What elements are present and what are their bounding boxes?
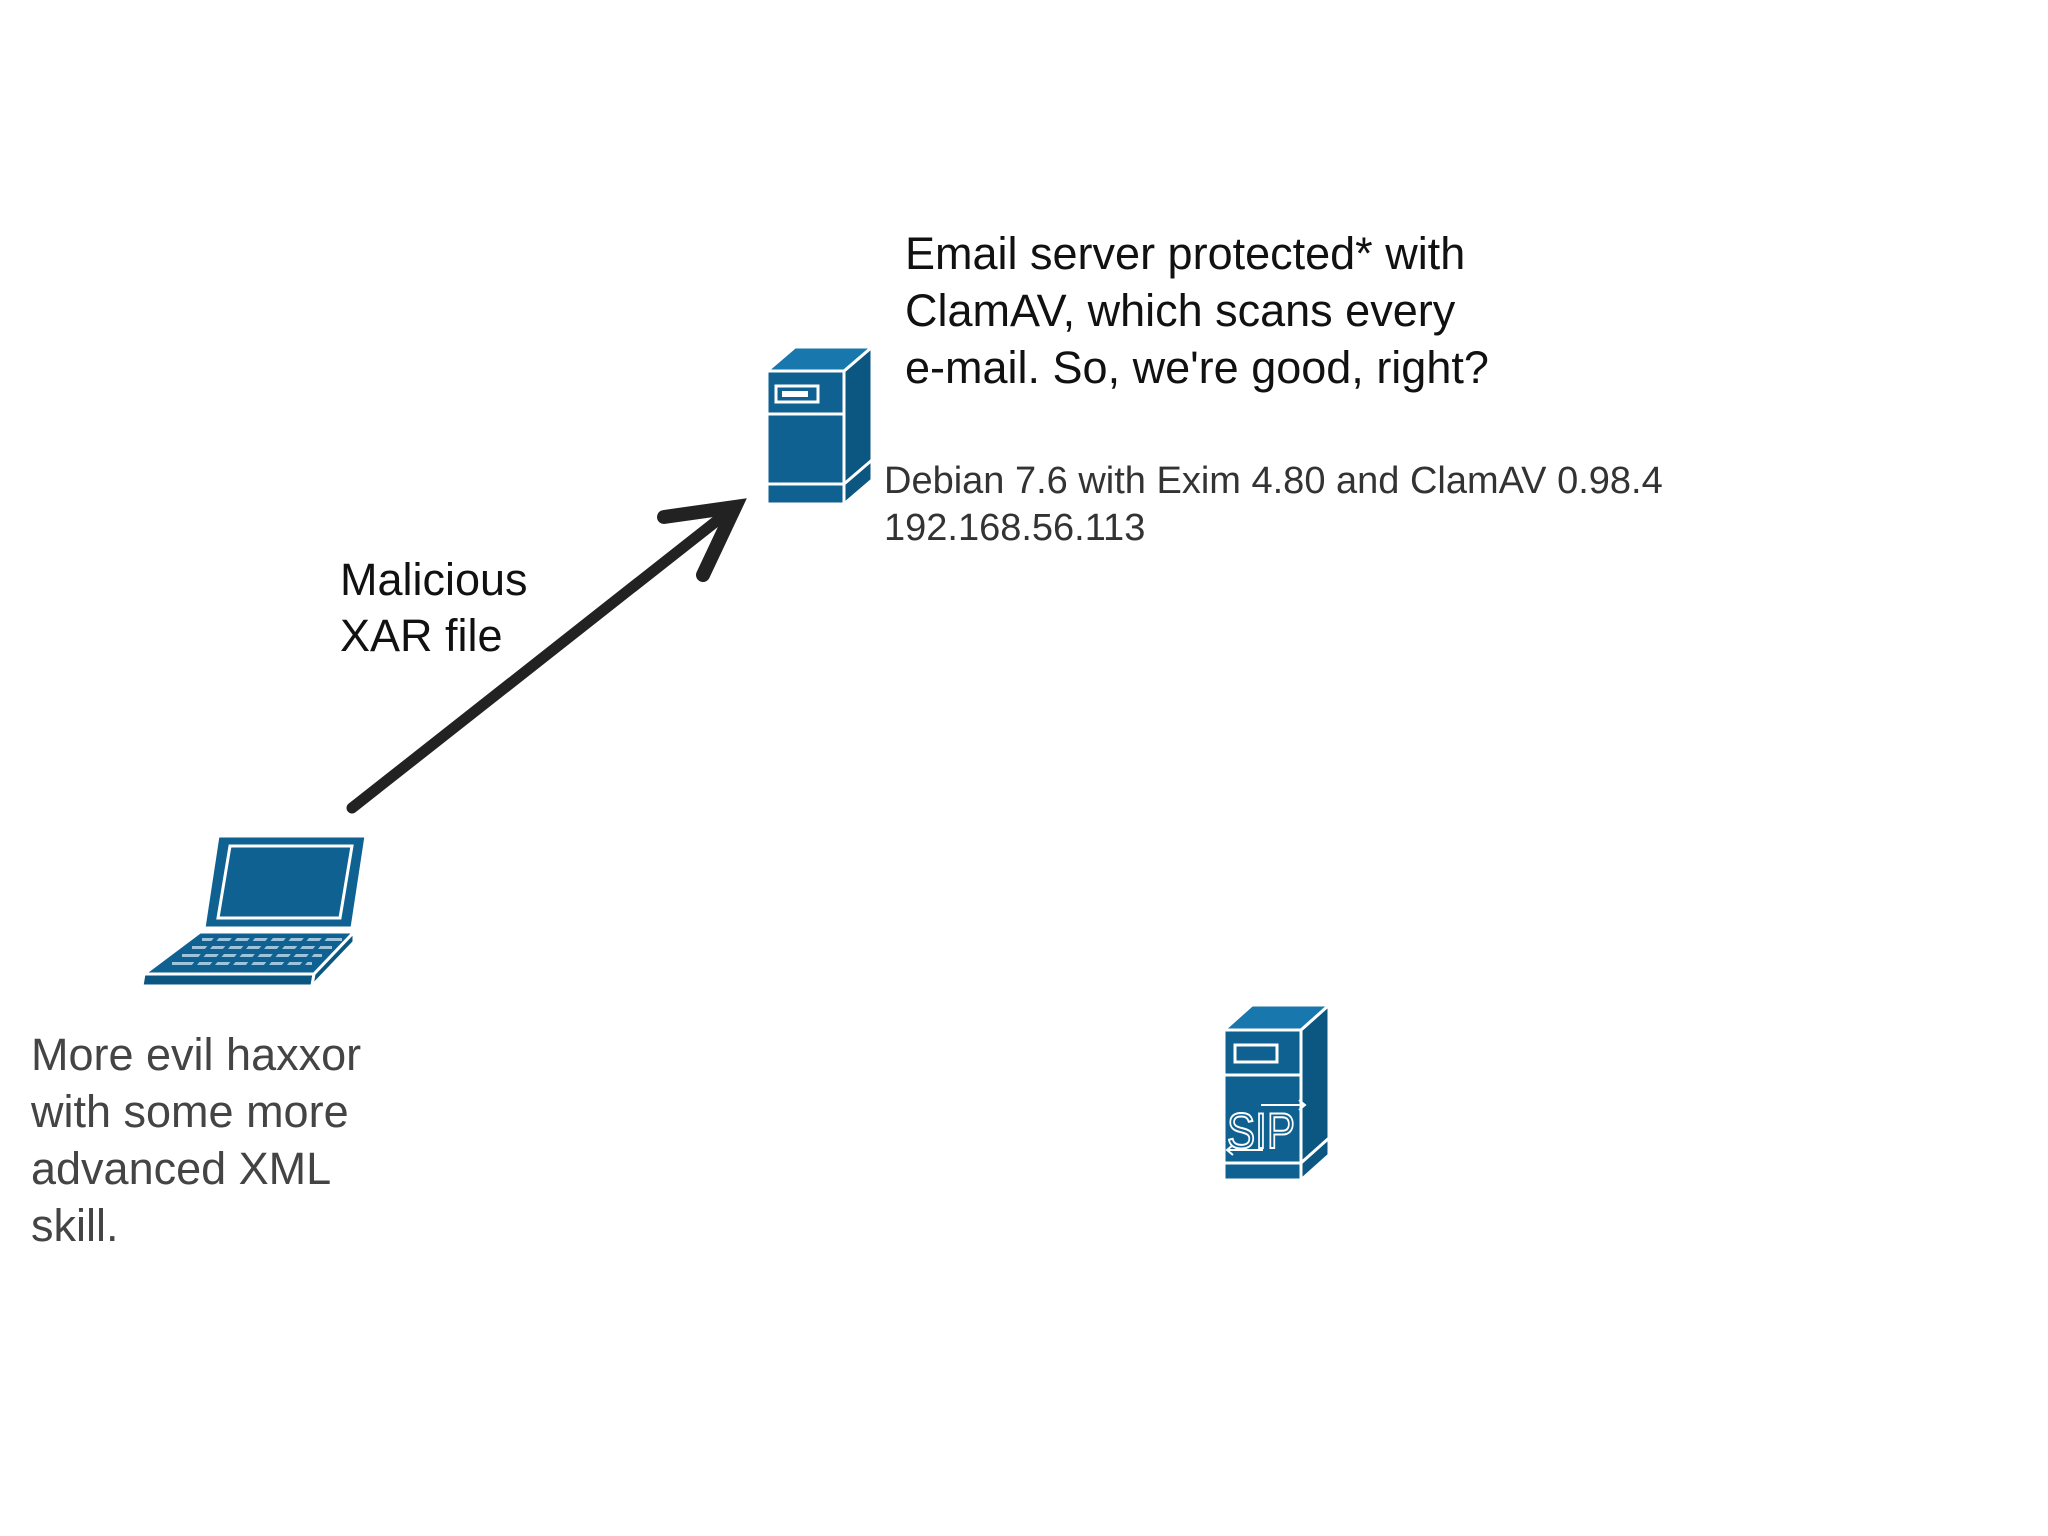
- laptop-caption: More evil haxxor with some more advanced…: [31, 1029, 362, 1251]
- arrow-label: Malicious XAR file: [340, 554, 528, 661]
- sip-server-icon[interactable]: SIP: [1221, 1003, 1333, 1183]
- arrow-head: [657, 498, 747, 582]
- sip-badge: SIP: [1227, 1103, 1295, 1159]
- email-server-details: Debian 7.6 with Exim 4.80 and ClamAV 0.9…: [884, 460, 1663, 549]
- server-icon[interactable]: [764, 346, 876, 509]
- laptop-icon[interactable]: [140, 832, 376, 992]
- arrow-line: [346, 506, 734, 814]
- email-server-caption: Email server protected* with ClamAV, whi…: [905, 228, 1489, 393]
